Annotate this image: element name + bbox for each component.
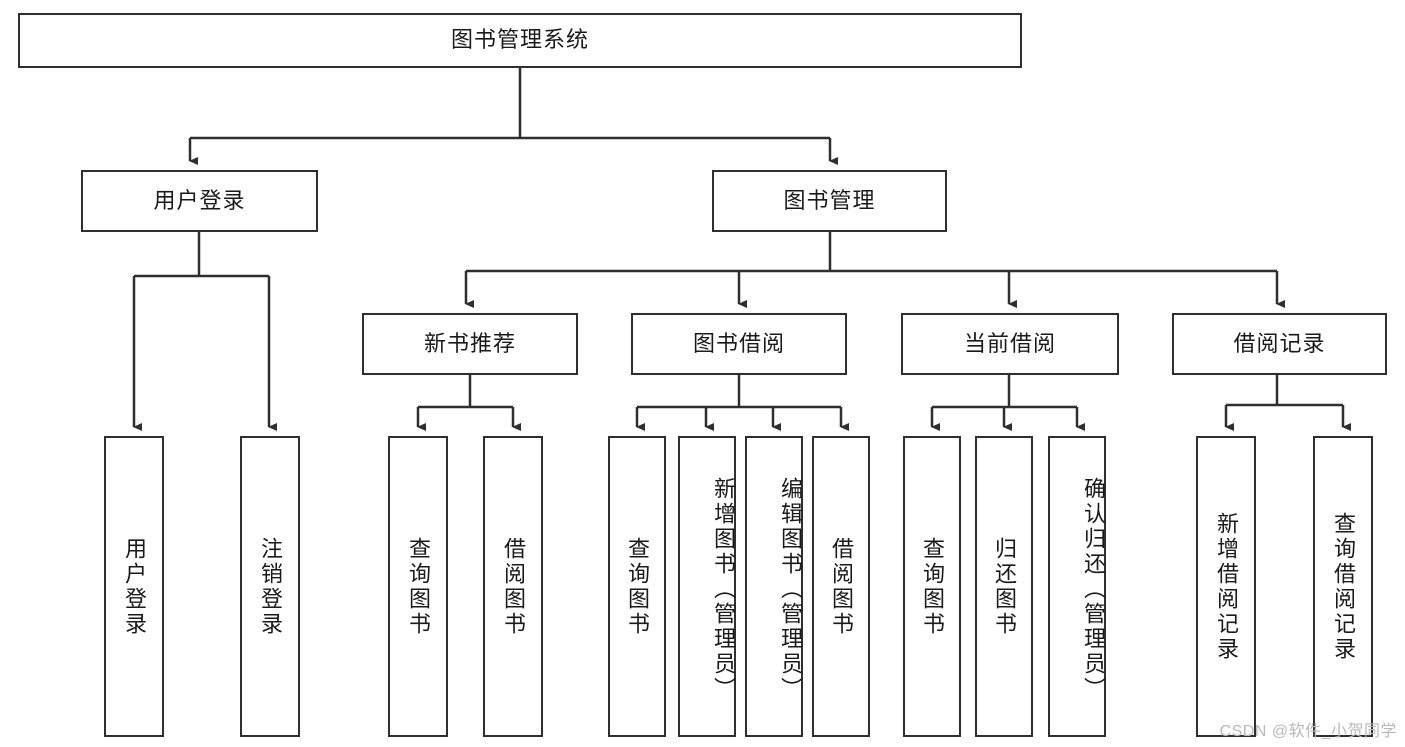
node-label: 借阅图书 xyxy=(829,536,854,637)
node-leaf-query-record[interactable]: 查询借阅记录 xyxy=(1313,436,1373,737)
node-leaf-add-book[interactable]: 新增图书（管理员） xyxy=(678,436,736,737)
node-label: 编辑图书（管理员） xyxy=(778,477,803,702)
node-leaf-add-record[interactable]: 新增借阅记录 xyxy=(1196,436,1256,737)
node-label: 新增借阅记录 xyxy=(1214,511,1239,662)
node-label: 用户登录 xyxy=(153,187,246,213)
node-label: 归还图书 xyxy=(992,536,1017,637)
node-label: 确认归还（管理员） xyxy=(1081,477,1106,702)
node-new-book-recommend[interactable]: 新书推荐 xyxy=(362,313,578,375)
node-leaf-borrow-book-2[interactable]: 借阅图书 xyxy=(812,436,870,737)
node-label: 注销登录 xyxy=(258,536,283,637)
node-label: 新书推荐 xyxy=(423,330,516,356)
node-label: 查询图书 xyxy=(406,536,431,637)
node-borrow-record[interactable]: 借阅记录 xyxy=(1172,313,1387,375)
node-label: 图书借阅 xyxy=(692,330,785,356)
node-leaf-logout-login[interactable]: 注销登录 xyxy=(240,436,300,737)
node-leaf-user-login[interactable]: 用户登录 xyxy=(104,436,164,737)
node-label: 当前借阅 xyxy=(963,330,1056,356)
node-book-manage[interactable]: 图书管理 xyxy=(712,170,947,232)
node-leaf-query-book-1[interactable]: 查询图书 xyxy=(388,436,448,737)
node-label: 借阅图书 xyxy=(501,536,526,637)
node-book-borrow[interactable]: 图书借阅 xyxy=(631,313,847,375)
node-leaf-confirm-return[interactable]: 确认归还（管理员） xyxy=(1048,436,1106,737)
node-label: 新增图书（管理员） xyxy=(711,477,736,702)
node-leaf-edit-book[interactable]: 编辑图书（管理员） xyxy=(745,436,803,737)
node-current-borrow[interactable]: 当前借阅 xyxy=(901,313,1119,375)
node-leaf-query-book-2[interactable]: 查询图书 xyxy=(608,436,666,737)
node-label: 查询图书 xyxy=(920,536,945,637)
node-system-root[interactable]: 图书管理系统 xyxy=(18,13,1022,68)
node-label: 查询图书 xyxy=(625,536,650,637)
node-label: 借阅记录 xyxy=(1233,330,1326,356)
node-label: 用户登录 xyxy=(122,536,147,637)
node-leaf-query-book-3[interactable]: 查询图书 xyxy=(903,436,961,737)
node-label: 图书管理系统 xyxy=(450,27,589,53)
node-leaf-return-book[interactable]: 归还图书 xyxy=(975,436,1033,737)
node-label: 查询借阅记录 xyxy=(1331,511,1356,662)
node-leaf-borrow-book-1[interactable]: 借阅图书 xyxy=(483,436,543,737)
node-label: 图书管理 xyxy=(783,187,876,213)
node-user-login[interactable]: 用户登录 xyxy=(81,170,318,232)
